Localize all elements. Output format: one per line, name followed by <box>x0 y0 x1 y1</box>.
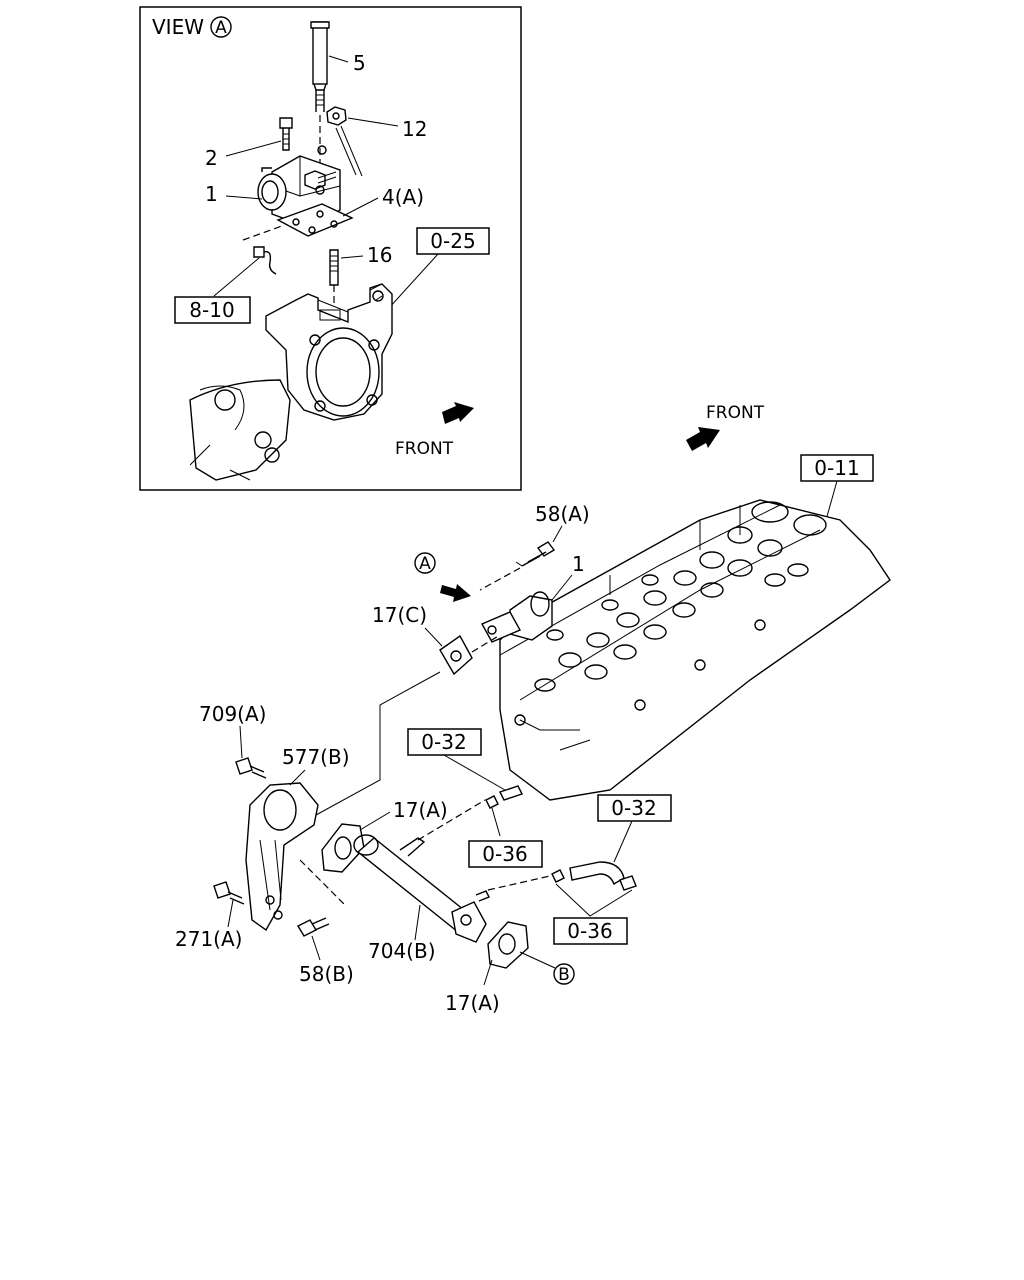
label-704b: 704(B) <box>368 939 436 963</box>
label-1-view: 1 <box>205 182 218 206</box>
label-17c: 17(C) <box>372 603 427 627</box>
ref-box-8-10 <box>174 296 251 324</box>
egr-housing <box>189 283 393 481</box>
label-271a: 271(A) <box>175 927 242 951</box>
ref-0-36-right: 0-36 <box>567 919 612 943</box>
main-assembly: FRONT 0-11 <box>175 403 891 1015</box>
hose-upper <box>485 785 523 809</box>
label-58b: 58(B) <box>299 962 354 986</box>
label-16: 16 <box>367 243 392 267</box>
part-58b-bolt <box>297 917 330 937</box>
ref-0-11: 0-11 <box>814 456 859 480</box>
part-271a-bolt <box>213 881 245 905</box>
label-1-main: 1 <box>572 552 585 576</box>
ref-box-0-32-right <box>597 794 672 822</box>
label-17a-upper: 17(A) <box>393 798 448 822</box>
label-4a: 4(A) <box>382 185 424 209</box>
ref-box-0-36-left <box>468 840 543 868</box>
ref-0-32-left: 0-32 <box>421 730 466 754</box>
part-17a-gasket-lower <box>487 921 529 969</box>
label-709a: 709(A) <box>199 702 266 726</box>
ref-0-36-left: 0-36 <box>482 842 527 866</box>
front-arrow-main <box>686 427 720 451</box>
part-5-stud <box>310 21 330 190</box>
ref-box-0-32-left <box>407 728 482 756</box>
front-arrow-view <box>442 402 474 424</box>
view-a-inset: VIEW A 5 12 2 <box>139 6 522 491</box>
cylinder-head <box>499 499 891 801</box>
part-16-stud <box>329 249 339 305</box>
ref-box-0-36-right <box>553 917 628 945</box>
marker-b-letter: B <box>558 965 570 985</box>
marker-a-letter: A <box>419 554 431 574</box>
label-2: 2 <box>205 146 218 170</box>
label-58a: 58(A) <box>535 502 590 526</box>
hose-lower <box>551 861 637 891</box>
part-17c-gasket <box>439 634 473 676</box>
view-a-arrow <box>440 584 471 602</box>
view-title: VIEW <box>152 15 204 39</box>
front-label-main: FRONT <box>706 403 765 423</box>
label-577b: 577(B) <box>282 745 350 769</box>
label-12: 12 <box>402 117 427 141</box>
part-12-nut <box>326 106 363 177</box>
part-4a-gasket <box>276 203 354 237</box>
part-1-valve-main <box>481 591 553 643</box>
part-709a-bolt <box>235 757 267 779</box>
part-704b-pipe <box>353 834 490 943</box>
connector <box>253 246 277 275</box>
label-5: 5 <box>353 51 366 75</box>
label-17a-lower: 17(A) <box>445 991 500 1015</box>
view-marker-letter: A <box>215 18 227 38</box>
view-marker: A <box>210 16 232 38</box>
marker-a-main: A <box>414 552 436 574</box>
part-577b-bracket <box>245 782 319 932</box>
marker-b-main: B <box>553 963 575 985</box>
part-58a-bolt <box>515 541 556 567</box>
ref-box-0-25 <box>416 227 490 255</box>
ref-8-10: 8-10 <box>189 298 234 322</box>
front-label-view: FRONT <box>395 439 454 459</box>
part-17a-gasket-upper <box>321 823 365 873</box>
part-2-bolt <box>279 117 293 151</box>
ref-0-25: 0-25 <box>430 229 475 253</box>
ref-0-32-right: 0-32 <box>611 796 656 820</box>
